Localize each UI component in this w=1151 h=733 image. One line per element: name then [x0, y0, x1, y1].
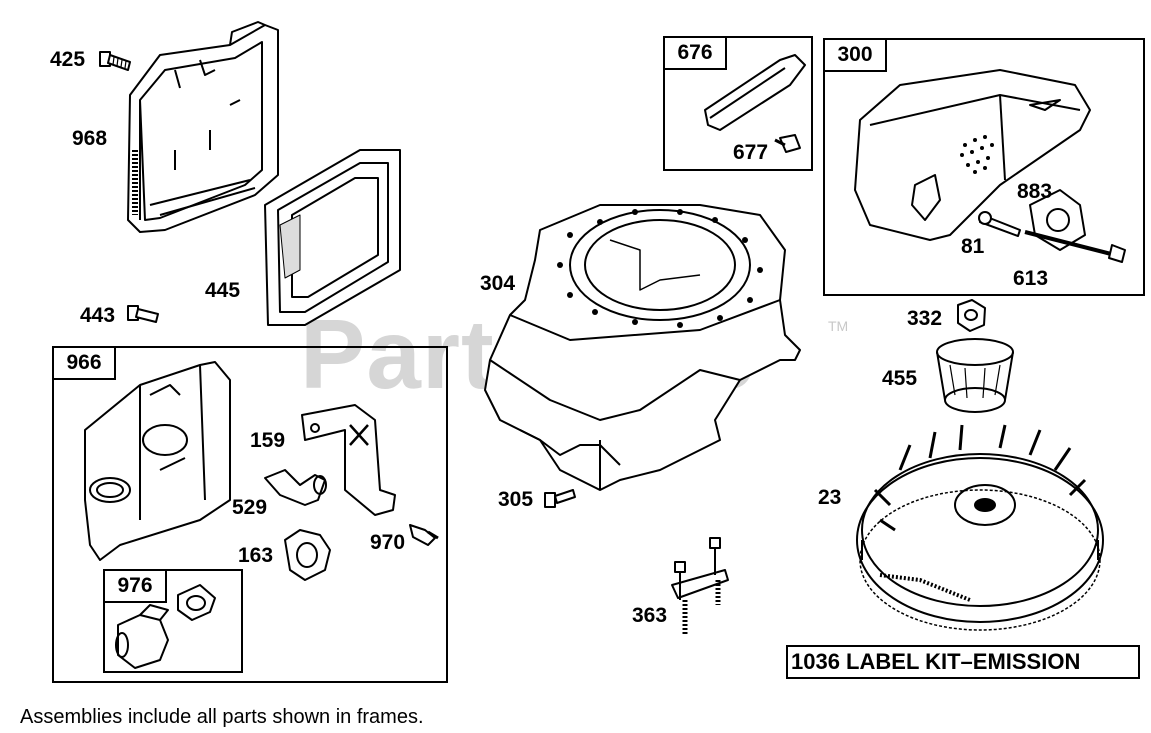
bracket-159-drawing: [301, 404, 396, 516]
lock-plate-81-drawing: [978, 211, 1021, 237]
part-label-332: 332: [907, 307, 943, 330]
screw-677-drawing: [774, 134, 801, 153]
trademark-symbol: TM: [828, 318, 849, 334]
primer-976-drawing: [115, 584, 216, 669]
frame-966: [52, 346, 448, 683]
frame-tag-676: 676: [663, 36, 727, 70]
frame-tag-966: 966: [52, 346, 116, 380]
part-label-613: 613: [1013, 267, 1049, 290]
muffler-300-drawing: [854, 69, 1091, 241]
part-label-363: 363: [632, 604, 668, 627]
baffle-676-drawing: [704, 54, 806, 131]
filter-element-445-drawing: [264, 149, 401, 326]
screw-443-drawing: [127, 305, 159, 323]
frame-tag-300: 300: [823, 38, 887, 72]
frame-300: [823, 38, 1145, 296]
screw-970-drawing: [409, 524, 439, 546]
gasket-163-drawing: [284, 529, 331, 581]
part-label-23: 23: [818, 486, 842, 509]
part-label-159: 159: [250, 429, 286, 452]
screw-425-drawing: [99, 51, 131, 71]
air-cleaner-base-968-drawing: [127, 21, 279, 233]
footer-note: Assemblies include all parts shown in fr…: [20, 706, 424, 728]
part-label-81: 81: [961, 235, 985, 258]
flywheel-23-drawing: [856, 424, 1104, 631]
part-label-304: 304: [480, 272, 516, 295]
part-label-163: 163: [238, 544, 274, 567]
part-label-455: 455: [882, 367, 918, 390]
part-label-443: 443: [80, 304, 116, 327]
part-label-677: 677: [733, 141, 769, 164]
screw-305-drawing: [544, 489, 576, 508]
frame-tag-976: 976: [103, 569, 167, 603]
carburetor-body-966-drawing: [84, 361, 231, 561]
part-label-305: 305: [498, 488, 534, 511]
part-label-445: 445: [205, 279, 241, 302]
bracket-363-drawing: [671, 537, 729, 635]
part-label-425: 425: [50, 48, 86, 71]
starter-cup-455-drawing: [936, 338, 1014, 413]
elbow-529-drawing: [264, 469, 327, 506]
part-label-529: 529: [232, 496, 268, 519]
blower-housing-304-drawing: [484, 204, 801, 491]
nut-332-drawing: [957, 299, 986, 332]
frame-676: [663, 36, 813, 171]
part-label-968: 968: [72, 127, 108, 150]
part-label-970: 970: [370, 531, 406, 554]
frame-976: [103, 569, 243, 673]
part-label-883: 883: [1017, 180, 1053, 203]
label-kit-emission: 1036 LABEL KIT–EMISSION: [786, 645, 1140, 679]
bolt-613-drawing: [1024, 230, 1126, 263]
